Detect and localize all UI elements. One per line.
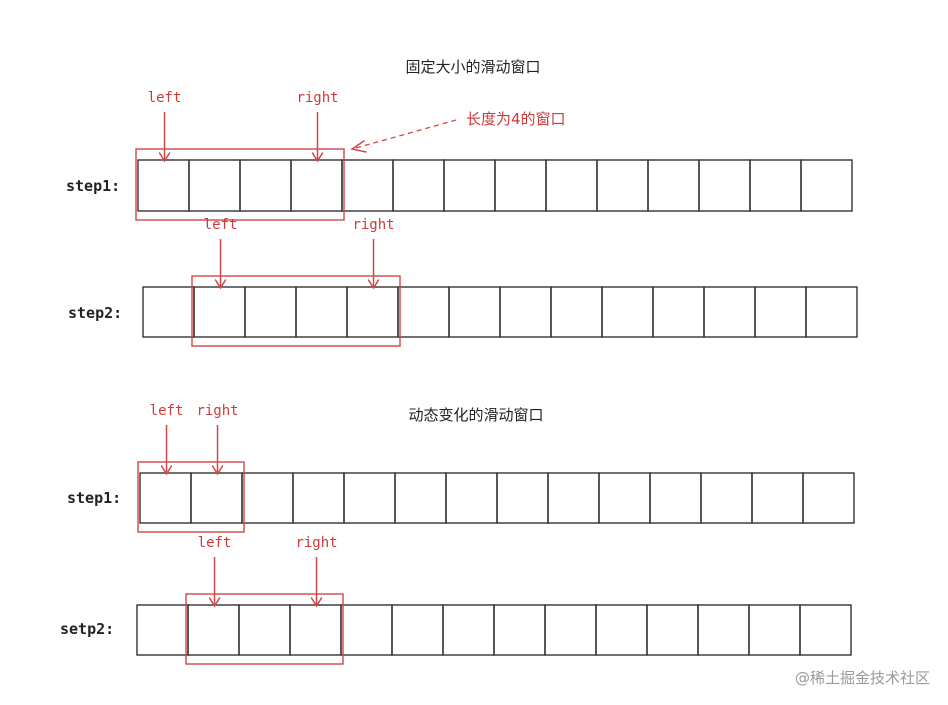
array-cell xyxy=(187,604,240,656)
array-cell xyxy=(703,286,756,338)
array-cell xyxy=(805,286,858,338)
array-cell xyxy=(749,159,802,212)
section-title-dynamic: 动态变化的滑动窗口 xyxy=(408,406,543,424)
array-cell xyxy=(397,286,450,338)
right-pointer: right xyxy=(296,90,339,163)
row-s1-2: step2: left right xyxy=(68,217,858,347)
right-label: right xyxy=(196,403,238,419)
array-cell xyxy=(799,604,852,656)
array-cell xyxy=(443,159,496,212)
left-label: left xyxy=(150,403,184,419)
note-pointer-arrow xyxy=(350,119,457,153)
left-arrow-head xyxy=(160,465,173,476)
array-cell xyxy=(241,472,294,524)
right-label: right xyxy=(352,217,394,233)
right-arrow-head xyxy=(311,152,324,163)
section-title-fixed: 固定大小的滑动窗口 xyxy=(405,58,540,76)
array-cell xyxy=(445,472,498,524)
right-pointer: right xyxy=(196,403,239,476)
array-cell xyxy=(544,604,597,656)
array-cell xyxy=(652,286,705,338)
array-cell xyxy=(754,286,807,338)
array-cell xyxy=(800,159,853,212)
right-arrow-head xyxy=(211,465,224,476)
row-s2-2: setp2: left right xyxy=(60,535,852,665)
array-cell xyxy=(595,604,648,656)
array-cell xyxy=(239,159,292,212)
right-arrow-head xyxy=(310,597,323,608)
left-pointer: left xyxy=(198,535,232,608)
right-label: right xyxy=(295,535,337,551)
array-cell xyxy=(596,159,649,212)
array-cell xyxy=(802,472,855,524)
step-label: step1: xyxy=(67,489,121,507)
array-cell xyxy=(193,286,246,338)
array-cell xyxy=(341,159,394,212)
left-arrow-head xyxy=(158,152,171,163)
left-pointer: left xyxy=(150,403,184,476)
array-cell xyxy=(442,604,495,656)
array-cell xyxy=(547,472,600,524)
right-label: right xyxy=(296,90,338,106)
array-cell xyxy=(139,472,192,524)
left-label: left xyxy=(198,535,232,551)
array-cell xyxy=(188,159,241,212)
array-cell xyxy=(244,286,297,338)
array-cell xyxy=(550,286,603,338)
array-cell xyxy=(496,472,549,524)
array-cell xyxy=(493,604,546,656)
array-cell xyxy=(647,159,700,212)
step-label: step1: xyxy=(66,177,120,195)
step-label: step2: xyxy=(68,304,122,322)
array-cell xyxy=(601,286,654,338)
window-frame xyxy=(185,593,344,665)
right-pointer: right xyxy=(352,217,395,290)
array-cell xyxy=(292,472,345,524)
array-cell xyxy=(394,472,447,524)
array-cell xyxy=(698,159,751,212)
left-pointer: left xyxy=(204,217,238,290)
array-cell xyxy=(448,286,501,338)
watermark: @稀土掘金技术社区 xyxy=(795,669,930,687)
array-cell xyxy=(136,604,189,656)
row-s2-1: step1: left right xyxy=(67,403,855,533)
window-frame xyxy=(135,148,345,221)
array-cell xyxy=(751,472,804,524)
array-cell xyxy=(499,286,552,338)
array-cell xyxy=(700,472,753,524)
window-frame xyxy=(191,275,401,347)
left-pointer: left xyxy=(148,90,182,163)
step-label: setp2: xyxy=(60,620,114,638)
array-cell xyxy=(494,159,547,212)
rows-layer: step1: left right step2: left right step1: left… xyxy=(60,90,858,665)
array-cell xyxy=(343,472,396,524)
array-cell xyxy=(646,604,699,656)
array-cell xyxy=(137,159,190,212)
array-cell xyxy=(598,472,651,524)
left-label: left xyxy=(204,217,238,233)
right-pointer: right xyxy=(295,535,338,608)
array-cell xyxy=(392,159,445,212)
array-cell xyxy=(289,604,342,656)
right-arrow-head xyxy=(367,279,380,290)
array-cell xyxy=(142,286,195,338)
array-cell xyxy=(697,604,750,656)
array-cell xyxy=(190,472,243,524)
array-cell xyxy=(649,472,702,524)
array-cell xyxy=(391,604,444,656)
array-cell xyxy=(295,286,348,338)
left-arrow-head xyxy=(214,279,227,290)
array-cell xyxy=(545,159,598,212)
row-s1-1: step1: left right xyxy=(66,90,853,221)
array-cell xyxy=(748,604,801,656)
array-cell xyxy=(290,159,343,212)
left-arrow-head xyxy=(208,597,221,608)
window-length-note: 长度为4的窗口 xyxy=(466,110,566,128)
array-cell xyxy=(340,604,393,656)
window-frame xyxy=(137,461,245,533)
left-label: left xyxy=(148,90,182,106)
array-cell xyxy=(238,604,291,656)
array-cell xyxy=(346,286,399,338)
